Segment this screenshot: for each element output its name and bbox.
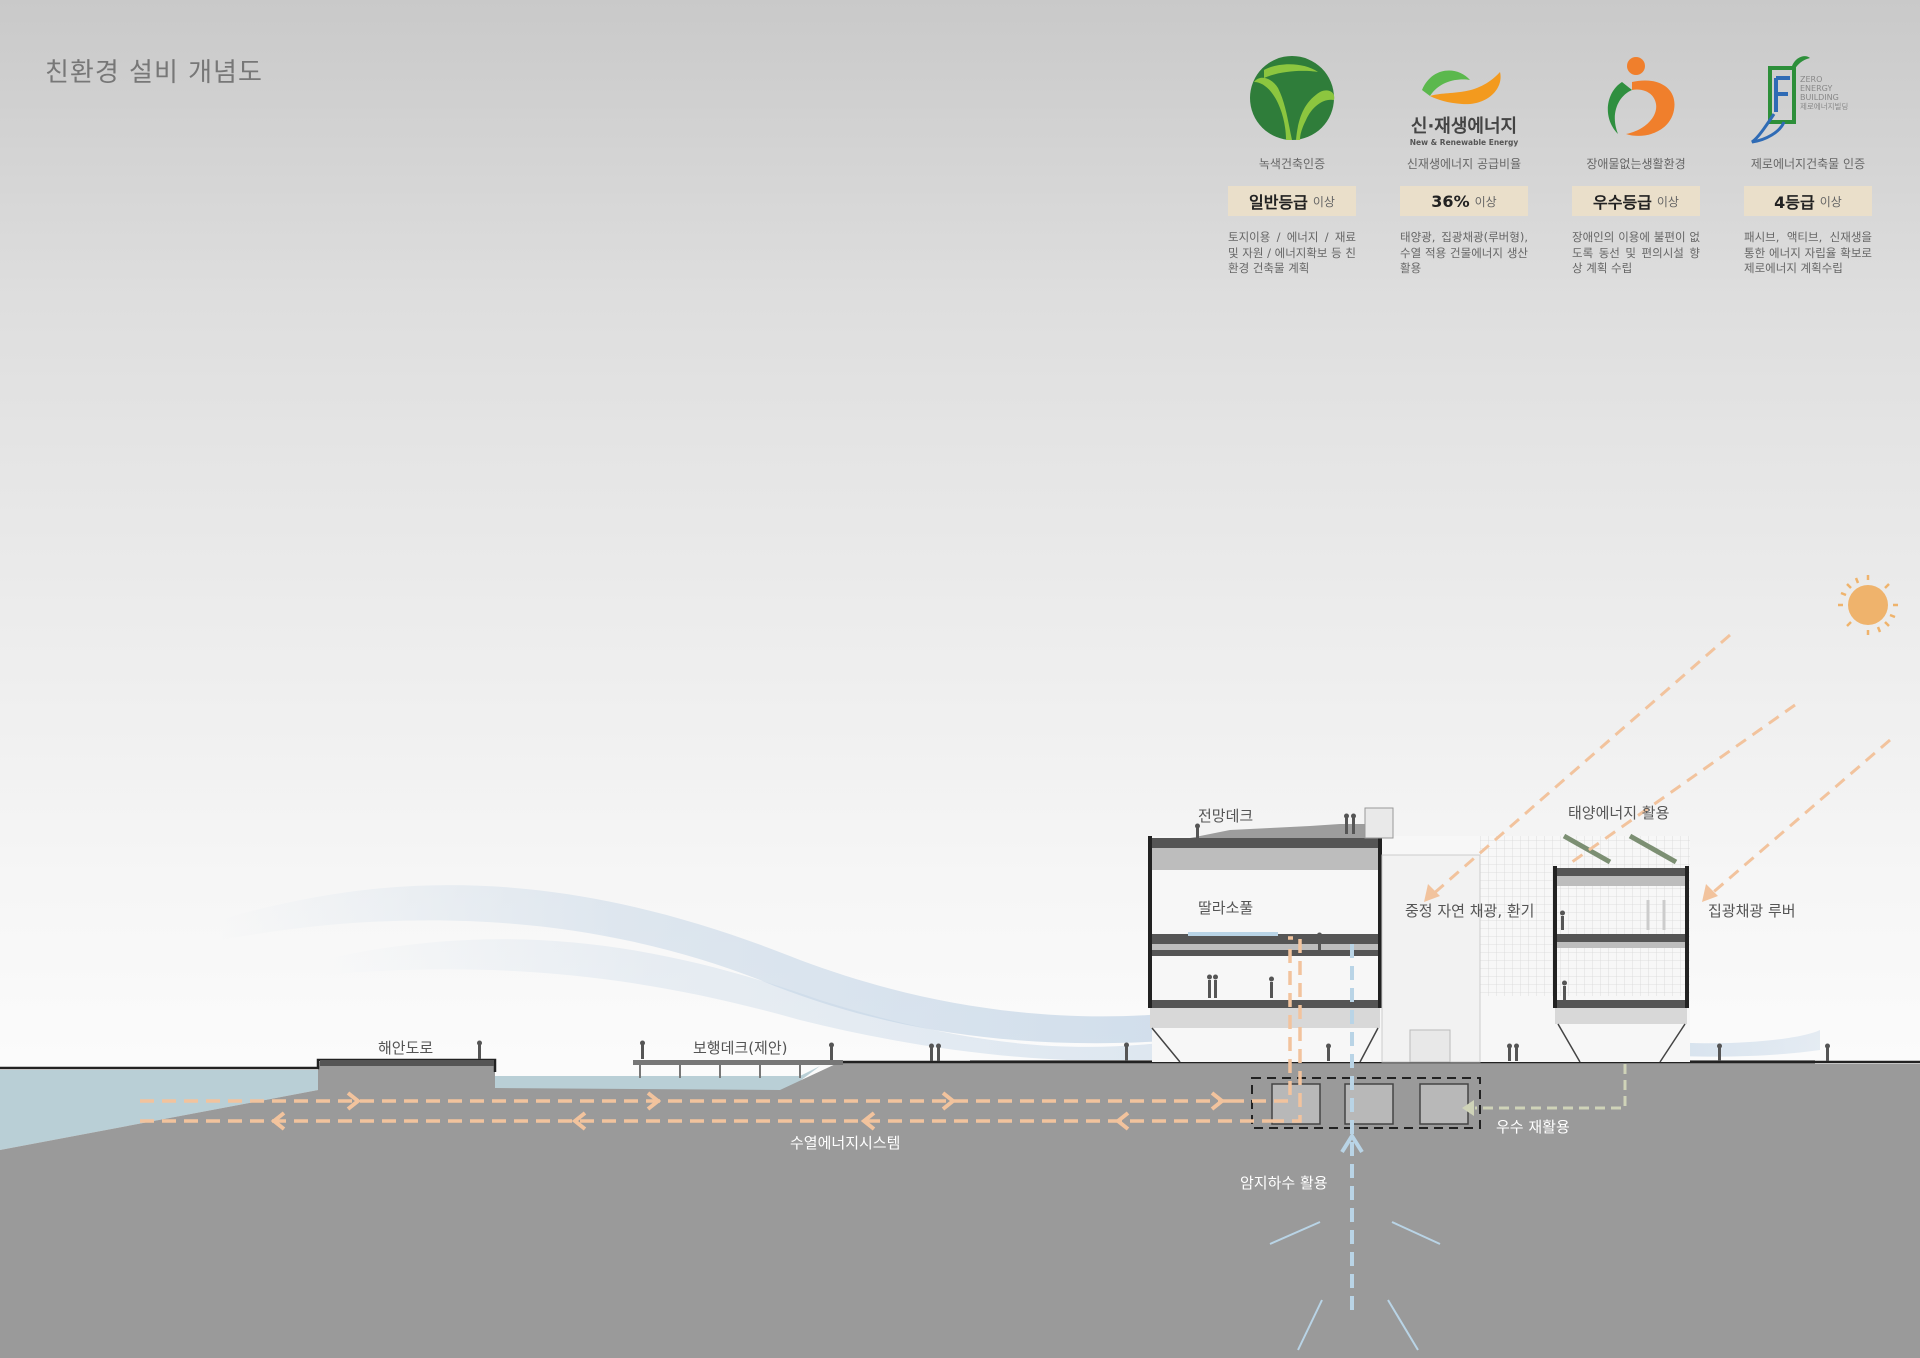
zeb-logo-text-4: 제로에너지빌딩 (1800, 101, 1848, 111)
cert-caption: 제로에너지건축물 인증 (1750, 157, 1866, 171)
coastal-road (320, 1060, 494, 1066)
groundwater-flow (1269, 944, 1441, 1351)
label-rainwater: 우수 재활용 (1496, 1118, 1570, 1136)
cert-zero-energy: ZERO ENERGY BUILDING 제로에너지빌딩 제로에너지건축물 인증… (1744, 52, 1872, 277)
label-courtyard: 중정 자연 채광, 환기 (1405, 902, 1535, 920)
label-pedestrian-deck: 보행데크(제안) (693, 1039, 788, 1057)
label-louver: 집광채광 루버 (1708, 902, 1796, 920)
label-tallasopul: 딸라소풀 (1198, 899, 1254, 917)
label-groundwater: 암지하수 활용 (1240, 1174, 1328, 1192)
person-icon (477, 813, 1830, 1061)
green-building-logo-icon (1250, 56, 1335, 140)
cert-description: 태양광, 집광채광(루버형), 수열 적용 건물에너지 생산 활용 (1400, 230, 1528, 275)
label-observation-deck: 전망데크 (1198, 807, 1254, 825)
zeb-logo-text-2: ENERGY (1800, 84, 1832, 93)
page-title: 친환경 설비 개념도 (45, 58, 263, 88)
cert-description: 패시브, 액티브, 신재생을 통한 에너지 자립율 확보로 제로에너지 계획수립 (1744, 230, 1872, 275)
cert-caption: 신재생에너지 공급비율 (1406, 157, 1522, 171)
solar-ray-arrowheads (1424, 884, 1718, 902)
cert-renewable-energy: 신·재생에너지 New & Renewable Energy 신재생에너지 공급… (1400, 52, 1528, 277)
tank-1 (1271, 1083, 1321, 1125)
zero-energy-logo-icon: ZERO ENERGY BUILDING 제로에너지빌딩 (1751, 56, 1848, 144)
cert-description: 장애인의 이용에 불편이 없도록 동선 및 편의시설 향상 계획 수립 (1572, 230, 1700, 275)
pedestrian-deck (633, 1060, 843, 1065)
cert-caption: 녹색건축인증 (1258, 157, 1326, 171)
cert-grade-badge: 36%이상 (1400, 186, 1528, 216)
cert-description: 토지이용 / 에너지 / 재료 및 자원 / 에너지확보 등 친환경 건축물 계… (1228, 230, 1356, 275)
tank-3 (1419, 1083, 1469, 1125)
hydrothermal-loop (140, 936, 1302, 1123)
ground (0, 1060, 1920, 1358)
renewable-logo-text: 신·재생에너지 (1411, 116, 1517, 137)
rainwater-arrow (1462, 1100, 1474, 1116)
sun-icon (1838, 575, 1898, 635)
renewable-energy-logo-icon: 신·재생에너지 New & Renewable Energy (1410, 70, 1519, 147)
zeb-logo-text-1: ZERO (1800, 75, 1822, 84)
underground-tank-zone (1251, 1077, 1481, 1129)
rainwater-line (1475, 1064, 1627, 1110)
hydrothermal-chevrons (270, 1091, 1226, 1131)
barrier-free-logo-icon (1607, 57, 1675, 136)
label-coastal-road: 해안도로 (378, 1039, 434, 1057)
cert-caption: 장애물없는생활환경 (1586, 157, 1686, 171)
sea-water (0, 1070, 318, 1150)
sea-water-2 (495, 1066, 820, 1096)
solar-rays (1431, 633, 1891, 897)
zeb-logo-text-3: BUILDING (1800, 93, 1839, 102)
renewable-logo-subtext: New & Renewable Energy (1410, 138, 1519, 147)
label-hydrothermal: 수열에너지시스템 (790, 1134, 901, 1152)
label-solar-energy: 태양에너지 활용 (1568, 804, 1670, 822)
building-section (1148, 807, 1690, 1063)
